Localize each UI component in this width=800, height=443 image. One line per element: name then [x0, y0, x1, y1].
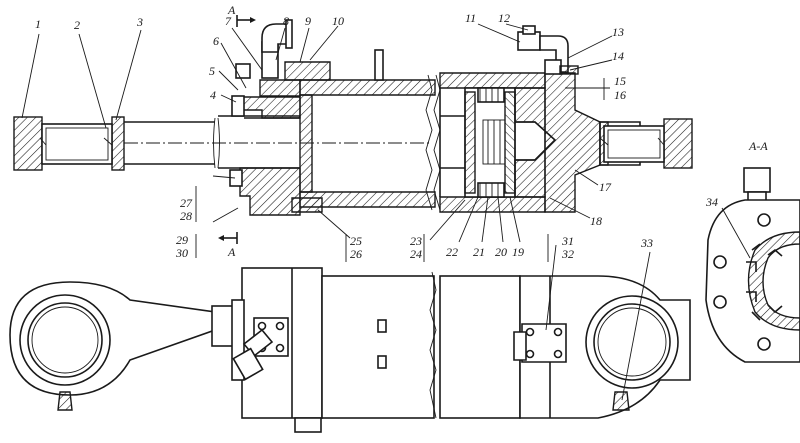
- mount-foot: [294, 417, 322, 433]
- callout-17: 17: [599, 180, 612, 194]
- callout-22: 22: [446, 245, 458, 259]
- tube-wall-top: [299, 79, 436, 96]
- section-title: A-A: [748, 139, 768, 153]
- callout-3: 3: [136, 15, 143, 29]
- section-a-a-view: A-A: [705, 139, 800, 363]
- tube-wall-bottom-right: [439, 196, 546, 213]
- callout-20: 20: [495, 245, 507, 259]
- callout-30: 30: [175, 246, 188, 260]
- callout-8: 8: [283, 14, 289, 28]
- cap-eye: [663, 118, 693, 169]
- callout-4: 4: [210, 88, 216, 102]
- port-block: [284, 61, 331, 81]
- cap-elbow-fitting: [517, 25, 569, 75]
- piston: [464, 87, 516, 198]
- callout-33: 33: [640, 236, 653, 250]
- cap-eye-outer: [585, 295, 679, 389]
- wiper-seal: [231, 95, 245, 117]
- callout-1: 1: [35, 17, 41, 31]
- section-fitting: [743, 167, 771, 193]
- callout-27: 27: [180, 196, 193, 210]
- callout-2: 2: [74, 18, 80, 32]
- grease-nipple-left: [57, 391, 73, 411]
- rod-eye-left-part: [13, 116, 43, 171]
- mount-lug-bottom: [291, 197, 323, 213]
- callout-11: 11: [465, 11, 476, 25]
- callout-9: 9: [305, 14, 311, 28]
- callout-5: 5: [209, 64, 215, 78]
- rod-eye-right-part: [111, 116, 125, 171]
- callout-28: 28: [180, 209, 192, 223]
- longitudinal-section: A A: [13, 3, 693, 259]
- grease-nipple-right: [612, 391, 630, 411]
- section-ring-hatch: [747, 231, 800, 331]
- callout-26: 26: [350, 247, 362, 261]
- callout-29: 29: [176, 233, 188, 247]
- tube-exterior: [321, 275, 435, 419]
- callout-18: 18: [590, 214, 602, 228]
- gland-top: [239, 96, 301, 119]
- callout-7: 7: [225, 14, 232, 28]
- piston-rod: [124, 121, 215, 165]
- callout-31: 31: [561, 234, 574, 248]
- callout-24: 24: [410, 247, 422, 261]
- exterior-view: [9, 267, 691, 433]
- bolt-head-5: [235, 63, 251, 79]
- callout-6: 6: [213, 34, 219, 48]
- gland-bottom: [239, 167, 301, 216]
- section-marker-top: A: [227, 3, 256, 27]
- callout-16: 16: [614, 88, 626, 102]
- spherical-bearing-left: [41, 123, 113, 165]
- callout-25: 25: [350, 234, 362, 248]
- tube-wall-top-right: [439, 72, 546, 89]
- callout-14: 14: [612, 49, 624, 63]
- head-flange: [259, 79, 301, 97]
- spherical-bearing-right: [603, 125, 665, 163]
- section-marker-bottom: A: [218, 232, 238, 259]
- callout-15: 15: [614, 74, 626, 88]
- callout-10: 10: [332, 14, 344, 28]
- callout-12: 12: [498, 11, 510, 25]
- callout-labels: 1 2 3 4 5 6 7 8 9 10 11 12 13 14 15 16 1…: [35, 11, 718, 261]
- mount-lug-top: [374, 49, 384, 81]
- section-mark-top: A: [227, 3, 236, 17]
- callout-32: 32: [561, 247, 574, 261]
- callout-19: 19: [512, 245, 524, 259]
- section-mark-bottom: A: [227, 245, 236, 259]
- callout-23: 23: [410, 234, 422, 248]
- callout-34: 34: [705, 195, 718, 209]
- leader-lines: [21, 23, 751, 401]
- callout-13: 13: [612, 25, 624, 39]
- callout-21: 21: [473, 245, 485, 259]
- elbow-fitting-7: [261, 19, 293, 79]
- port-flange-right: [521, 323, 567, 363]
